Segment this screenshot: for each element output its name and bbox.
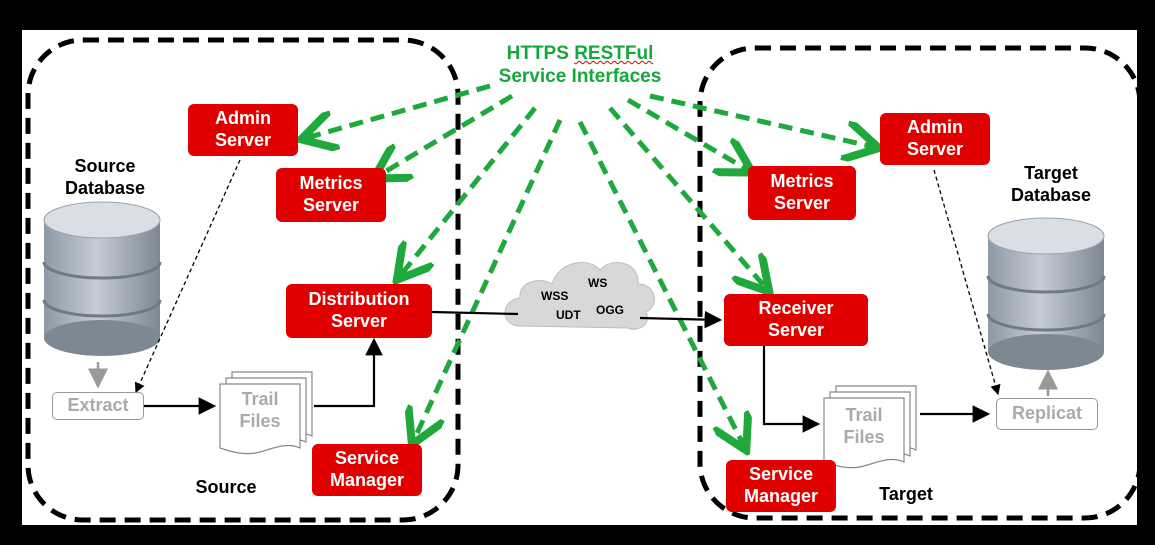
arrow-to-target-admin bbox=[649, 93, 874, 147]
restful-interface-arrows bbox=[306, 83, 874, 446]
protocol-udt: UDT bbox=[556, 308, 581, 322]
distribution-server[interactable]: Distribution Server bbox=[286, 284, 432, 338]
source-group-label: Source bbox=[195, 477, 257, 498]
arrow-to-source-admin bbox=[306, 83, 491, 138]
target-group-boundary bbox=[697, 45, 1143, 521]
trail-to-distribution-arrow bbox=[314, 337, 383, 408]
target-metrics-server[interactable]: Metrics Server bbox=[748, 166, 856, 220]
replicat-process[interactable]: Replicat bbox=[996, 398, 1098, 430]
target-trail-files-icon bbox=[823, 385, 917, 469]
interfaces-title: HTTPS RESTFul Service Interfaces bbox=[498, 42, 662, 87]
protocol-wss: WSS bbox=[541, 289, 569, 303]
source-trail-files-label: Trail Files bbox=[239, 389, 281, 431]
arrow-to-source-service-manager bbox=[414, 118, 563, 440]
data-flow-arrows bbox=[144, 310, 991, 433]
receiver-server[interactable]: Receiver Server bbox=[724, 294, 868, 346]
source-group-boundary bbox=[25, 37, 461, 523]
arrow-to-source-metrics bbox=[378, 93, 514, 176]
target-group-label: Target bbox=[879, 484, 933, 505]
cloud-to-receiver-arrow bbox=[639, 310, 723, 329]
target-trail-files-label: Trail Files bbox=[843, 405, 885, 447]
receiver-to-trail-arrow bbox=[762, 344, 821, 433]
arrow-to-target-service-manager bbox=[577, 120, 744, 446]
protocol-ws: WS bbox=[588, 276, 608, 290]
distribution-to-cloud-arrow bbox=[431, 310, 519, 316]
arrow-to-target-metrics bbox=[626, 97, 748, 170]
target-admin-to-replicat-arrow bbox=[933, 169, 1001, 396]
target-admin-server[interactable]: Admin Server bbox=[880, 113, 990, 165]
source-admin-to-extract-arrow bbox=[134, 159, 241, 394]
source-metrics-server[interactable]: Metrics Server bbox=[276, 168, 386, 222]
protocol-ogg: OGG bbox=[596, 303, 625, 317]
database-link-arrows bbox=[88, 362, 1058, 396]
extract-process[interactable]: Extract bbox=[52, 392, 144, 420]
source-trail-files-icon bbox=[219, 371, 313, 455]
source-database-label: Source Database bbox=[64, 156, 146, 198]
network-cloud-icon bbox=[504, 262, 655, 330]
target-database-label: Target Database bbox=[1010, 163, 1092, 205]
source-admin-server[interactable]: Admin Server bbox=[188, 104, 298, 156]
source-database-icon bbox=[42, 201, 162, 356]
target-service-manager[interactable]: Service Manager bbox=[726, 460, 836, 512]
arrow-to-distribution bbox=[400, 106, 537, 276]
source-service-manager[interactable]: Service Manager bbox=[312, 444, 422, 496]
admin-control-arrows bbox=[134, 159, 1001, 396]
target-database-icon bbox=[986, 217, 1106, 370]
arrow-to-receiver bbox=[608, 106, 766, 288]
